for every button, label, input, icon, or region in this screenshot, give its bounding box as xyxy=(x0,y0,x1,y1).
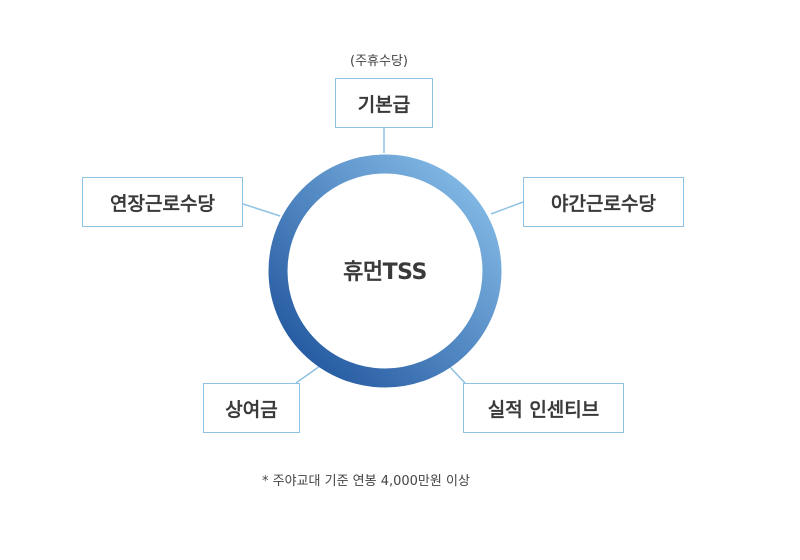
node-base-pay: 기본급 xyxy=(335,78,433,128)
center-ring xyxy=(268,154,502,388)
node-overtime-label: 연장근로수당 xyxy=(110,192,215,215)
connector-night-work xyxy=(490,201,524,215)
node-night-work: 야간근로수당 xyxy=(523,177,684,227)
connector-bonus xyxy=(295,365,321,384)
connector-overtime xyxy=(242,203,281,217)
footnote: * 주야교대 기준 연봉 4,000만원 이상 xyxy=(262,474,470,489)
node-incentive: 실적 인센티브 xyxy=(463,383,624,433)
node-bonus: 상여금 xyxy=(203,383,300,433)
connector-incentive xyxy=(448,365,466,384)
node-overtime: 연장근로수당 xyxy=(82,177,243,227)
base-pay-note: (주휴수당) xyxy=(350,54,408,69)
node-base-pay-label: 기본급 xyxy=(357,93,411,116)
node-incentive-label: 실적 인센티브 xyxy=(487,398,600,421)
node-night-work-label: 야간근로수당 xyxy=(551,192,656,215)
center-label: 휴먼TSS xyxy=(343,260,427,285)
node-bonus-label: 상여금 xyxy=(225,398,278,421)
